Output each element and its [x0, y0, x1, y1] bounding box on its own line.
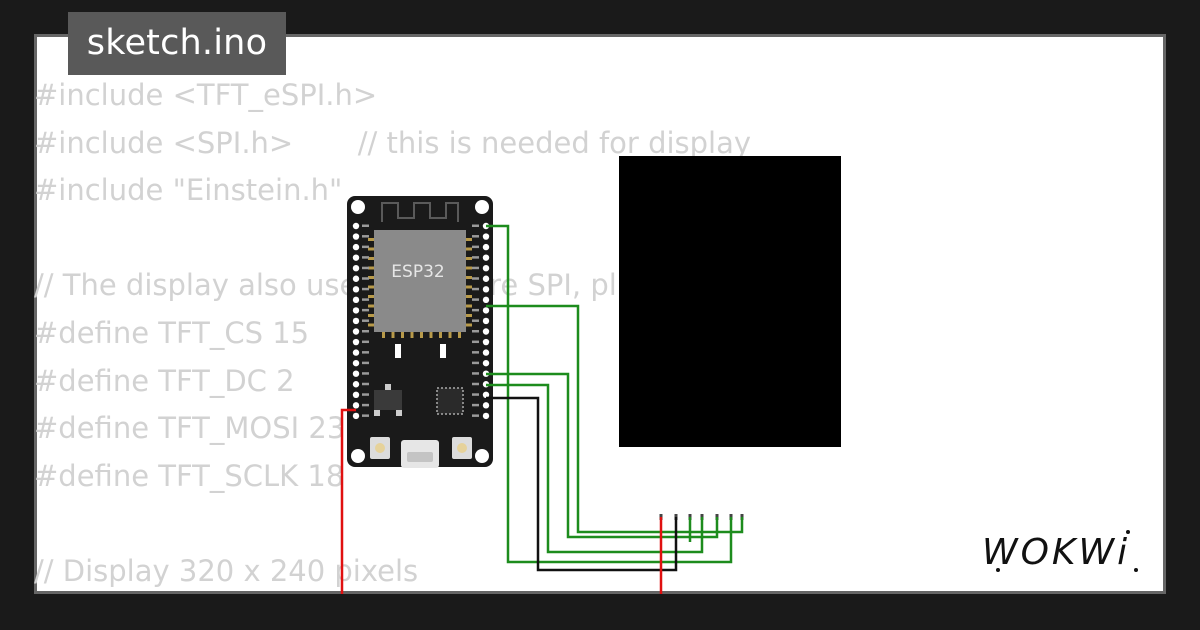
esp32-chip-label: ESP32	[391, 262, 444, 282]
pin-hole[interactable]	[352, 349, 360, 356]
pin-hole[interactable]	[352, 286, 360, 293]
pin-hole[interactable]	[352, 233, 360, 240]
code-line: #define TFT_MOSI 23	[34, 411, 346, 446]
pin-hole[interactable]	[352, 296, 360, 304]
pin-hole[interactable]	[352, 370, 360, 377]
tft-display[interactable]	[619, 156, 841, 447]
code-line: #include "Einstein.h"	[34, 173, 343, 208]
code-line: #include <SPI.h> // this is needed for d…	[34, 125, 752, 160]
pin-hole[interactable]	[482, 338, 490, 346]
pin-hole[interactable]	[482, 359, 490, 367]
pin-hole[interactable]	[482, 275, 490, 282]
code-line: #include <TFT_eSPI.h>	[34, 78, 378, 112]
code-line: // Display 320 x 240 pixels	[34, 553, 419, 588]
wire-red[interactable]	[340, 408, 356, 594]
pin-hole[interactable]	[482, 286, 490, 293]
pin-hole[interactable]	[482, 307, 490, 314]
pin-hole[interactable]	[482, 233, 490, 240]
wire-green[interactable]	[486, 224, 733, 564]
pin-hole[interactable]	[352, 265, 360, 272]
file-tab[interactable]: sketch.ino	[68, 12, 286, 75]
pin-hole[interactable]	[482, 402, 490, 409]
wire-green[interactable]	[486, 304, 744, 534]
wire-green[interactable]	[486, 372, 719, 539]
pin-hole[interactable]	[482, 243, 490, 251]
pin-hole[interactable]	[482, 328, 490, 335]
pin-hole[interactable]	[482, 265, 490, 272]
pin-hole[interactable]	[482, 349, 490, 356]
pin-hole[interactable]	[352, 307, 360, 314]
esp32-chip	[374, 230, 466, 332]
esp32-board[interactable]: ESP32	[347, 196, 493, 468]
pin-hole[interactable]	[352, 412, 360, 420]
pin-hole[interactable]	[352, 275, 360, 282]
pin-hole[interactable]	[352, 381, 360, 388]
pin-hole[interactable]	[352, 338, 360, 346]
pin-hole[interactable]	[482, 391, 490, 398]
editor-frame	[34, 34, 1166, 594]
pin-hole[interactable]	[352, 317, 360, 325]
pin-hole[interactable]	[482, 317, 490, 325]
pin-hole[interactable]	[352, 359, 360, 367]
pin-hole[interactable]	[482, 254, 490, 261]
pin-hole[interactable]	[352, 222, 360, 230]
wokwi-logo: WOKWi	[982, 530, 1138, 573]
wires	[340, 224, 744, 594]
file-tab-label: sketch.ino	[86, 23, 268, 63]
wire-black[interactable]	[486, 396, 678, 572]
wire-green[interactable]	[486, 383, 704, 554]
pin-hole[interactable]	[482, 412, 490, 420]
pin-hole[interactable]	[352, 328, 360, 335]
code-line: #define TFT_SCLK 18	[34, 458, 345, 493]
svg-text:WOKWi: WOKWi	[982, 532, 1130, 573]
pin-hole[interactable]	[352, 243, 360, 251]
pin-hole[interactable]	[352, 254, 360, 261]
code-line: #define TFT_DC 2	[34, 363, 295, 398]
pin-hole[interactable]	[482, 296, 490, 304]
pin-hole[interactable]	[352, 402, 360, 409]
code-line: #define TFT_CS 15	[34, 315, 310, 350]
pin-hole[interactable]	[352, 391, 360, 398]
